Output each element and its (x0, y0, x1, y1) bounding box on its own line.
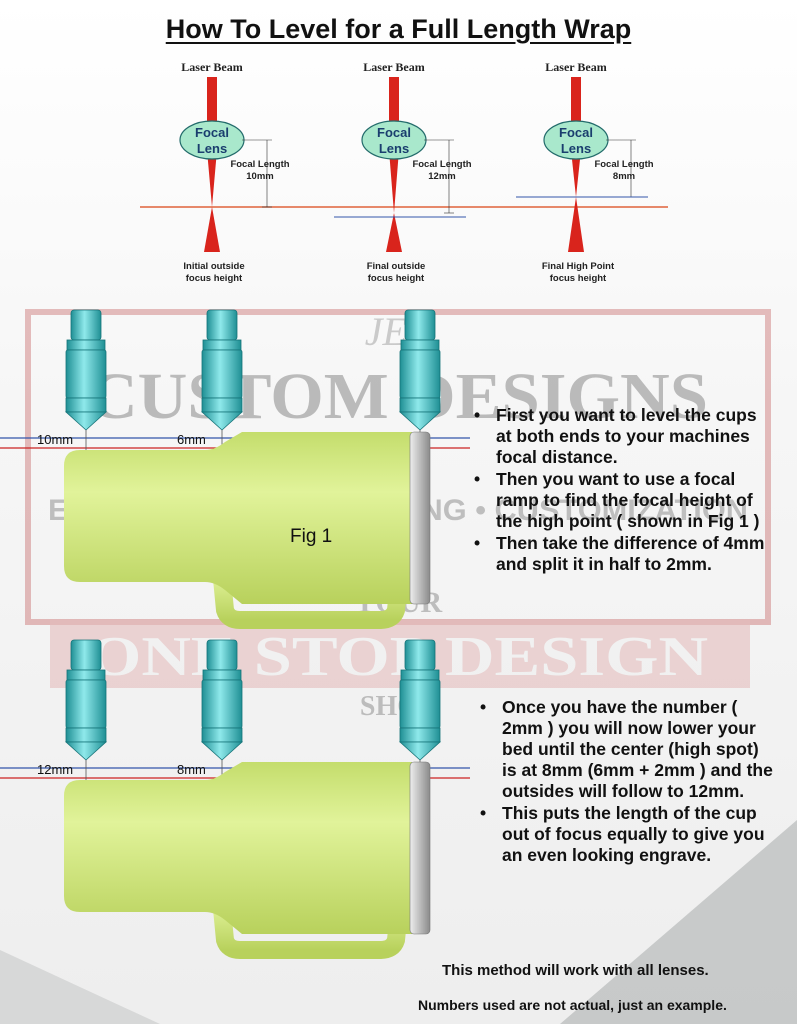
watermark-banner (50, 620, 750, 688)
laser-nozzle (64, 639, 108, 761)
focal-length-value: 8mm (613, 171, 635, 182)
lens-label: Lens (561, 141, 591, 156)
focal-length-label: Focal Length (412, 159, 471, 170)
measurement-label: 6mm (177, 432, 206, 447)
laser-nozzle (200, 639, 244, 761)
footer-note-1: This method will work with all lenses. (442, 962, 709, 979)
focal-length-value: 10mm (246, 171, 273, 182)
measurement-label: 10mm (37, 432, 73, 447)
laser-beam (207, 77, 217, 127)
focus-caption: Initial outside (183, 261, 244, 272)
beam-cone-lower (568, 197, 584, 252)
lens-label: Focal (195, 125, 229, 140)
watermark-line5: ONE STOP DESIGN (88, 626, 708, 688)
beam-cone-lower (204, 207, 220, 252)
corner-shade (0, 820, 797, 1024)
instruction-item: First you want to level the cups at both… (470, 405, 770, 468)
lens-label: Focal (559, 125, 593, 140)
cup-rim (409, 431, 431, 605)
laser-nozzle (398, 309, 442, 431)
beam-label: Laser Beam (545, 60, 606, 74)
focus-caption: Final outside (367, 261, 426, 272)
focal-length-label: Focal Length (230, 159, 289, 170)
beam-label: Laser Beam (363, 60, 424, 74)
beam-cone-lower (386, 213, 402, 252)
instructions-list-1: First you want to level the cups at both… (470, 405, 770, 576)
cup-rim (409, 761, 431, 935)
lens-label: Lens (197, 141, 227, 156)
laser-beam (389, 77, 399, 127)
lens-label: Lens (379, 141, 409, 156)
instruction-item: Once you have the number ( 2mm ) you wil… (476, 697, 776, 802)
beam-cone-upper (207, 150, 217, 207)
corner-shade-left (0, 950, 160, 1024)
figure1-figure: 10mm6mm10mmFig 1 (0, 309, 470, 629)
beam-label: Laser Beam (181, 60, 242, 74)
focal-length-label: Focal Length (594, 159, 653, 170)
laser-nozzle (398, 639, 442, 761)
laser-nozzle (200, 309, 244, 431)
laser-nozzle (64, 309, 108, 431)
measurement-label: 8mm (177, 762, 206, 777)
instructions-list-2: Once you have the number ( 2mm ) you wil… (476, 697, 776, 867)
figure2-figure: 12mm8mm12mm (0, 639, 470, 959)
cup-body (64, 762, 412, 934)
lens-label: Focal (377, 125, 411, 140)
focus-caption: focus height (550, 273, 607, 284)
figure-label: Fig 1 (290, 526, 332, 547)
page-title: How To Level for a Full Length Wrap (165, 14, 632, 44)
instruction-item: Then you want to use a focal ramp to fin… (470, 469, 770, 532)
beam-cone-upper (389, 150, 399, 213)
instruction-item: Then take the difference of 4mm and spli… (470, 533, 770, 575)
focus-caption: focus height (368, 273, 425, 284)
footer-note-2: Numbers used are not actual, just an exa… (418, 997, 727, 1013)
focus-caption: focus height (186, 273, 243, 284)
measurement-label: 12mm (37, 762, 73, 777)
laser-beam (571, 77, 581, 127)
focal-length-value: 12mm (428, 171, 455, 182)
instruction-item: This puts the length of the cup out of f… (476, 803, 776, 866)
focus-caption: Final High Point (542, 261, 615, 272)
beam-cone-upper (571, 150, 581, 197)
cup-body (64, 432, 412, 604)
